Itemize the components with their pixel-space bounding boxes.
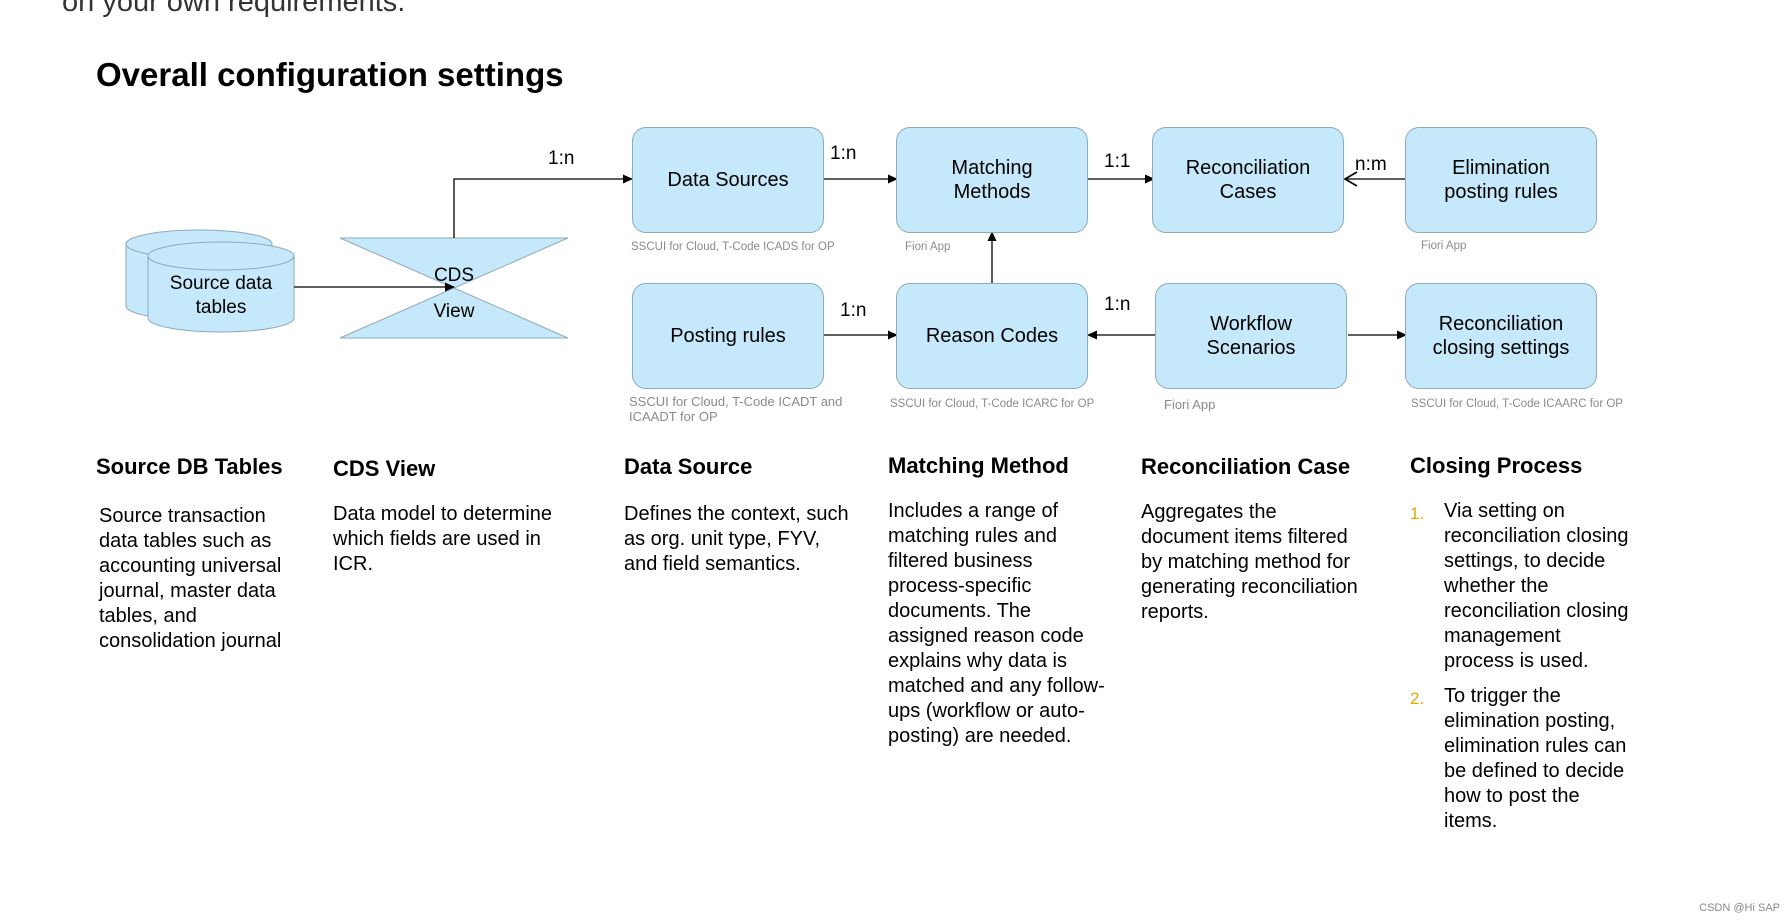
heading-reconciliation-case: Reconciliation Case — [1141, 454, 1351, 479]
relation-posting-to-reason: 1:n — [840, 300, 867, 321]
box-reconciliation-cases-label: Reconciliation Cases — [1185, 157, 1311, 203]
box-data-sources: Data Sources — [632, 127, 824, 233]
box-matching-methods: Matching Methods — [896, 127, 1088, 233]
heading-matching-method: Matching Method — [888, 453, 1069, 478]
box-posting-rules: Posting rules — [632, 283, 824, 389]
closing-item-2-number: 2. — [1410, 689, 1425, 708]
box-reconciliation-cases: Reconciliation Cases — [1152, 127, 1344, 233]
heading-closing-process: Closing Process — [1410, 453, 1583, 478]
page-title: Overall configuration settings — [96, 56, 564, 93]
watermark: CSDN @Hi SAP — [1699, 902, 1780, 914]
closing-item-1-text: Via setting on reconciliation closing se… — [1444, 500, 1629, 672]
closing-item-1: 1. Via setting on reconciliation closing … — [1410, 499, 1635, 674]
caption-matching-methods: Fiori App — [905, 241, 951, 253]
caption-workflow-scenarios: Fiori App — [1164, 397, 1216, 412]
caption-closing-settings: SSCUI for Cloud, T-Code ICAARC for OP — [1411, 398, 1623, 410]
top-text: on your own requirements. — [62, 0, 406, 18]
heading-source-db-tables: Source DB Tables — [96, 454, 283, 479]
box-reason-codes: Reason Codes — [896, 283, 1088, 389]
relation-elimination-to-cases: n:m — [1355, 154, 1387, 175]
source-tables-label: Source data tables — [169, 273, 273, 318]
closing-item-1-number: 1. — [1410, 504, 1425, 523]
box-elimination-rules: Elimination posting rules — [1405, 127, 1597, 233]
heading-data-source: Data Source — [624, 454, 753, 479]
text-cds-view: Data model to determine which fields are… — [333, 503, 553, 575]
box-elimination-rules-label: Elimination posting rules — [1444, 157, 1558, 203]
caption-reason-codes: SSCUI for Cloud, T-Code ICARC for OP — [890, 398, 1095, 410]
relation-data-sources-to-matching: 1:n — [830, 143, 857, 164]
closing-process-list: 1. Via setting on reconciliation closing … — [1410, 499, 1635, 844]
relation-workflow-to-reason: 1:n — [1104, 294, 1131, 315]
text-source-db-tables: Source transaction data tables such as a… — [99, 505, 282, 652]
text-matching-method: Includes a range of matching rules and f… — [888, 500, 1105, 747]
caption-posting-rules: SSCUI for Cloud, T-Code ICADT and ICAADT… — [629, 394, 843, 424]
text-reconciliation-case: Aggregates the document items filtered b… — [1141, 501, 1358, 623]
configuration-diagram — [125, 0, 1407, 340]
closing-item-2-text: To trigger the elimination posting, elim… — [1444, 685, 1627, 832]
connector-cds-to-data-sources — [453, 174, 633, 238]
box-posting-rules-label: Posting rules — [670, 325, 786, 347]
box-reason-codes-label: Reason Codes — [925, 325, 1059, 347]
heading-cds-view: CDS View — [333, 456, 436, 481]
cds-view-label: CDS View — [433, 265, 475, 322]
box-workflow-scenarios: Workflow Scenarios — [1155, 283, 1347, 389]
closing-item-2: 2. To trigger the elimination posting, el… — [1410, 684, 1635, 834]
relation-cds-to-data-sources: 1:n — [548, 148, 575, 169]
database-cylinders-icon — [125, 229, 295, 333]
box-data-sources-label: Data Sources — [667, 169, 789, 191]
caption-elimination-rules: Fiori App — [1421, 240, 1467, 252]
box-closing-settings-label: Reconciliation closing settings — [1432, 313, 1570, 359]
box-matching-methods-label: Matching Methods — [951, 157, 1033, 203]
caption-data-sources: SSCUI for Cloud, T-Code ICADS for OP — [631, 241, 835, 253]
box-closing-settings: Reconciliation closing settings — [1405, 283, 1597, 389]
text-data-source: Defines the context, such as org. unit t… — [624, 503, 849, 575]
relation-matching-to-cases: 1:1 — [1104, 151, 1131, 172]
box-workflow-scenarios-label: Workflow Scenarios — [1206, 313, 1296, 359]
